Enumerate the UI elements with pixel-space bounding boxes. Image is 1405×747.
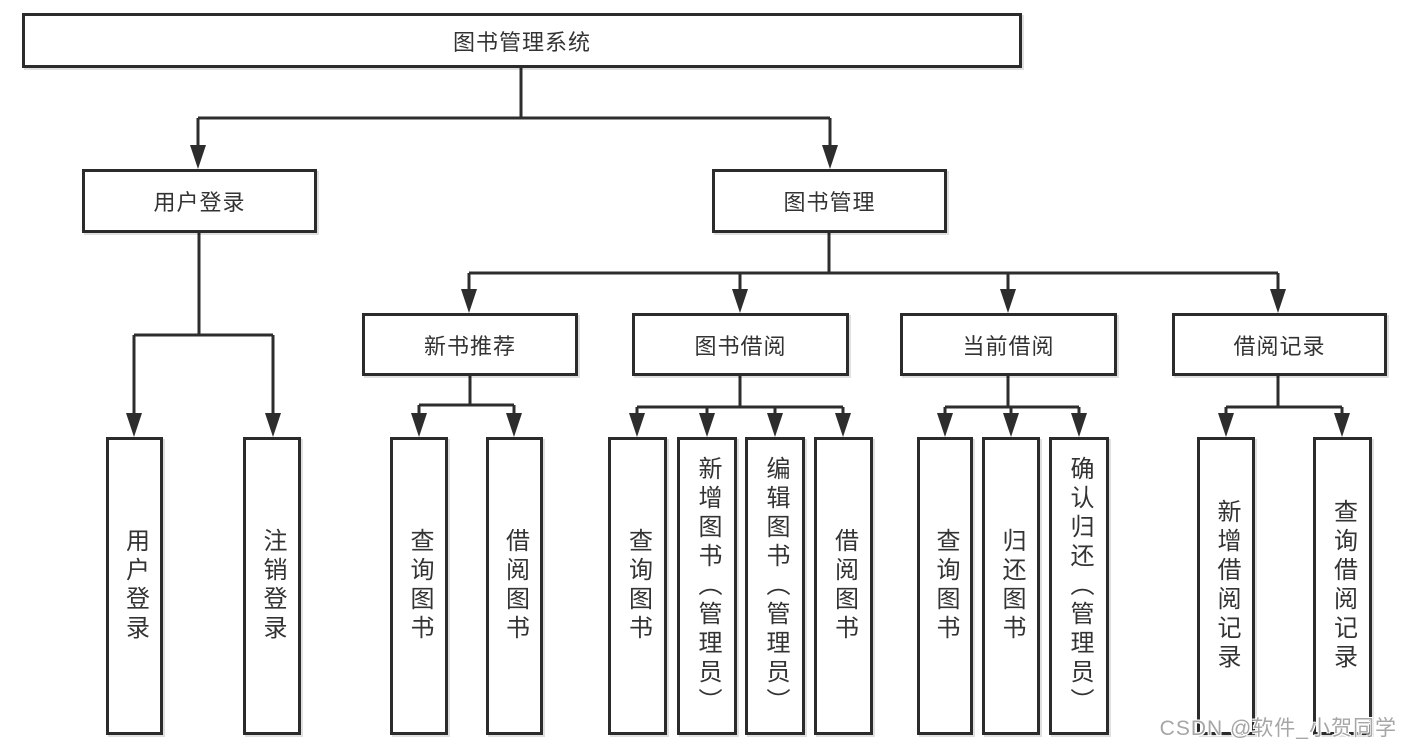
leaf-return-books: 归还图书 [982, 437, 1040, 735]
leaf-query-books-recommend: 查询图书 [390, 437, 448, 735]
node-library-system-root: 图书管理系统 [22, 13, 1022, 68]
leaf-edit-book-admin: 编辑图书（管理员） [745, 437, 805, 735]
leaf-confirm-return-admin: 确认归还（管理员） [1049, 437, 1109, 735]
leaf-label: 新增图书（管理员） [694, 455, 721, 717]
leaf-label: 查询图书 [932, 528, 959, 644]
node-label: 图书管理 [783, 190, 876, 215]
leaf-label: 借阅图书 [830, 528, 858, 644]
leaf-borrow-books-recommend: 借阅图书 [486, 437, 543, 735]
leaf-label: 注销登录 [259, 528, 286, 644]
node-book-borrowing: 图书借阅 [632, 313, 849, 376]
leaf-label: 确认归还（管理员） [1066, 455, 1093, 717]
leaf-logout: 注销登录 [243, 437, 301, 735]
node-current-borrowing: 当前借阅 [900, 313, 1117, 376]
csdn-watermark: CSDN @软件_小贺同学 [1159, 717, 1397, 740]
leaf-query-borrow-record: 查询借阅记录 [1313, 437, 1372, 735]
node-user-login: 用户登录 [82, 169, 317, 233]
leaf-label: 查询图书 [624, 528, 652, 644]
arrowheads [126, 145, 1350, 437]
node-label: 借阅记录 [1233, 333, 1326, 359]
leaf-label: 查询图书 [406, 528, 433, 644]
node-borrowing-records: 借阅记录 [1172, 313, 1387, 376]
leaf-query-books-borrowing: 查询图书 [608, 437, 667, 735]
node-book-management: 图书管理 [712, 169, 947, 233]
leaf-borrow-books-borrowing: 借阅图书 [814, 437, 873, 735]
node-label: 图书借阅 [694, 333, 787, 359]
node-label: 用户登录 [153, 190, 246, 215]
leaf-label: 新增借阅记录 [1213, 499, 1240, 673]
leaf-user-login: 用户登录 [106, 437, 163, 735]
leaf-add-book-admin: 新增图书（管理员） [677, 437, 737, 735]
leaf-label: 归还图书 [998, 528, 1025, 644]
node-label: 图书管理系统 [452, 29, 591, 55]
leaf-label: 查询借阅记录 [1329, 499, 1357, 673]
leaf-label: 编辑图书（管理员） [762, 455, 789, 717]
node-label: 当前借阅 [962, 333, 1055, 359]
leaf-label: 用户登录 [121, 528, 149, 644]
node-new-book-recommend: 新书推荐 [362, 313, 578, 376]
node-label: 新书推荐 [423, 333, 516, 359]
leaf-query-books-current: 查询图书 [917, 437, 973, 735]
leaf-add-borrow-record: 新增借阅记录 [1197, 437, 1255, 735]
leaf-label: 借阅图书 [501, 528, 529, 644]
